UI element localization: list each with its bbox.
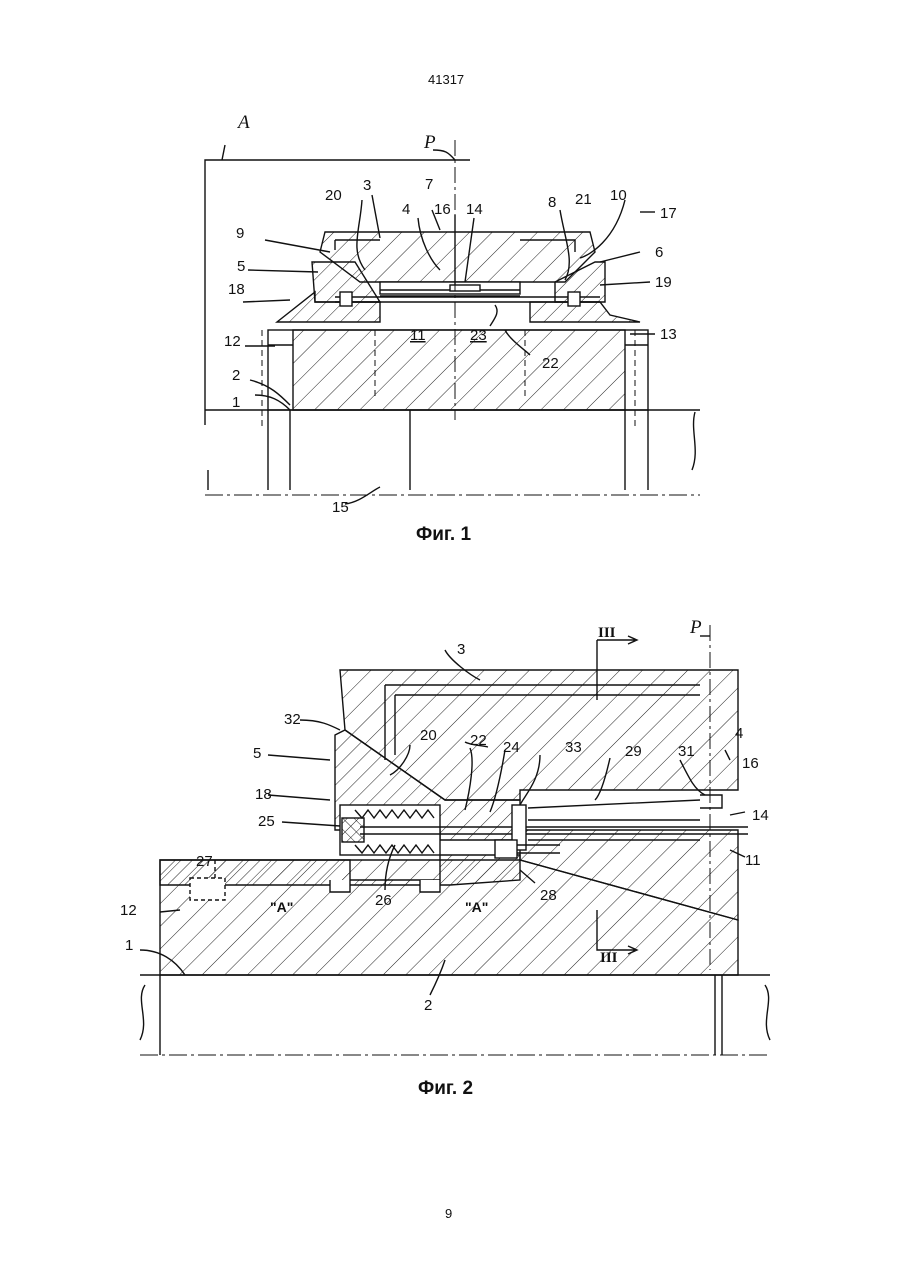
fig1-label-2: 2 <box>232 367 240 384</box>
document-number: 41317 <box>428 72 464 87</box>
fig2-label-25: 25 <box>258 813 275 830</box>
fig2-label-29: 29 <box>625 743 642 760</box>
fig2-label-12: 12 <box>120 902 137 919</box>
figure-2-drawing: P III III "A" "A" 1 2 3 4 5 11 12 14 16 … <box>0 615 901 1075</box>
fig2-label-4: 4 <box>735 725 743 742</box>
figure-1-caption: Фиг. 1 <box>416 524 471 546</box>
fig2-label-24: 24 <box>503 739 520 756</box>
fig1-letter-a: A <box>236 112 250 133</box>
fig2-label-2: 2 <box>424 997 432 1014</box>
fig2-section-bottom: III <box>600 950 618 966</box>
fig2-label-26: 26 <box>375 892 392 909</box>
fig1-label-11: 11 <box>410 327 426 344</box>
figure-1-drawing: A P 1 2 3 4 5 6 7 8 9 10 11 12 13 14 15 … <box>0 100 901 530</box>
fig1-letter-p: P <box>423 132 436 153</box>
fig1-label-3: 3 <box>363 177 371 194</box>
figure-2-caption: Фиг. 2 <box>418 1078 473 1100</box>
fig2-label-3: 3 <box>457 641 465 658</box>
fig2-label-33: 33 <box>565 739 582 756</box>
fig1-label-15: 15 <box>332 499 349 516</box>
fig1-label-9: 9 <box>236 225 244 242</box>
fig1-label-4: 4 <box>402 201 410 218</box>
fig1-label-12: 12 <box>224 333 241 350</box>
fig1-label-5: 5 <box>237 258 245 275</box>
fig1-label-1: 1 <box>232 394 240 411</box>
fig2-label-20: 20 <box>420 727 437 744</box>
fig2-label-28: 28 <box>540 887 557 904</box>
fig2-label-14: 14 <box>752 807 769 824</box>
fig1-label-21: 21 <box>575 191 592 208</box>
fig1-label-16: 16 <box>434 201 451 218</box>
fig1-label-10: 10 <box>610 187 627 204</box>
fig2-letter-p: P <box>689 617 702 638</box>
fig2-label-22: 22 <box>470 732 487 749</box>
page-number: 9 <box>445 1206 452 1221</box>
fig1-label-23: 23 <box>470 327 487 344</box>
fig2-label-27: 27 <box>196 853 213 870</box>
fig2-label-16: 16 <box>742 755 759 772</box>
fig1-label-8: 8 <box>548 194 556 211</box>
fig2-label-31: 31 <box>678 743 695 760</box>
fig2-section-top: III <box>598 625 616 641</box>
fig2-label-1: 1 <box>125 937 133 954</box>
fig2-zone-a-left: "A" <box>270 899 293 915</box>
fig1-label-13: 13 <box>660 326 677 343</box>
fig2-label-32: 32 <box>284 711 301 728</box>
fig2-label-5: 5 <box>253 745 261 762</box>
fig1-label-14: 14 <box>466 201 483 218</box>
fig1-label-22: 22 <box>542 355 559 372</box>
fig1-label-17: 17 <box>660 205 677 222</box>
fig2-label-18: 18 <box>255 786 272 803</box>
fig1-label-18: 18 <box>228 281 245 298</box>
fig1-label-19: 19 <box>655 274 672 291</box>
fig1-label-7: 7 <box>425 176 433 193</box>
fig2-zone-a-right: "A" <box>465 899 488 915</box>
fig1-label-20: 20 <box>325 187 342 204</box>
fig1-label-6: 6 <box>655 244 663 261</box>
fig2-label-11: 11 <box>745 852 761 869</box>
